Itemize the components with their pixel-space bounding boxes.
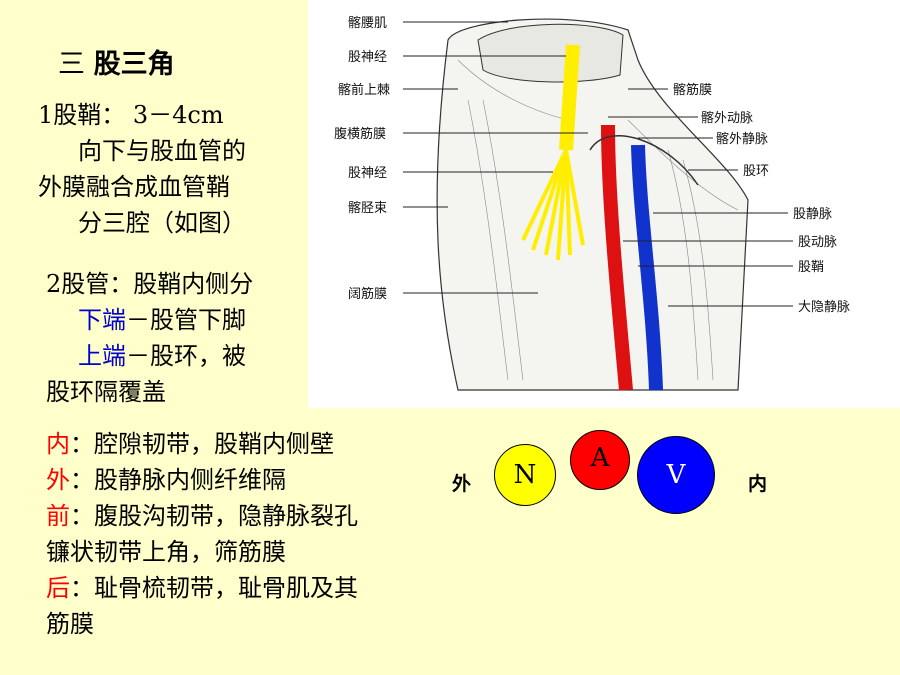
label-transversalis-fascia: 腹横筋膜	[334, 126, 386, 142]
anatomy-figure: 髂腰肌 股神经 髂前上棘 腹横筋膜 股神经 髂胫束 阔筋膜 髂筋膜 髂外动脉 髂…	[308, 0, 900, 408]
wall-outer-rest: ：股静脉内侧纤维隔	[70, 466, 286, 494]
wall-back-key: 后	[46, 574, 70, 602]
label-iliac-fascia: 髂筋膜	[673, 82, 712, 98]
wall-back-cont: 筋膜	[46, 610, 94, 638]
wall-outer: 外：股静脉内侧纤维隔	[46, 462, 286, 498]
label-femoral-nerve-top: 股神经	[348, 50, 387, 65]
canal-line-3: 上端－股环，被	[78, 338, 246, 374]
canal-line-4: 股环隔覆盖	[46, 378, 166, 406]
nerve-circle: N	[494, 444, 556, 506]
label-femoral-ring: 股环	[743, 164, 769, 179]
wall-front-rest: ：腹股沟韧带，隐静脉裂孔	[70, 502, 358, 530]
wall-front-cont: 镰状韧带上角，筛筋膜	[46, 538, 286, 566]
nav-right-label: 内	[748, 473, 768, 495]
canal-lower-rest: －股管下脚	[126, 306, 246, 334]
label-external-iliac-artery: 髂外动脉	[701, 110, 753, 126]
title-number: 三	[58, 49, 85, 80]
sheath-line-4: 分三腔（如图）	[78, 209, 246, 237]
vein-letter: V	[666, 460, 686, 490]
label-asis: 髂前上棘	[338, 82, 390, 98]
nav-left-label: 外	[452, 473, 472, 495]
canal-line-1: 2股管：股鞘内侧分	[46, 270, 254, 298]
label-femoral-nerve: 股神经	[348, 166, 387, 181]
wall-outer-key: 外	[46, 466, 70, 494]
sheath-line-3: 外膜融合成血管鞘	[38, 173, 230, 201]
anatomy-illustration: 髂腰肌 股神经 髂前上棘 腹横筋膜 股神经 髂胫束 阔筋膜 髂筋膜 髂外动脉 髂…	[334, 15, 850, 391]
nerve-letter: N	[513, 460, 537, 490]
artery-letter: A	[590, 443, 610, 473]
canal-line-2: 下端－股管下脚	[78, 302, 246, 338]
wall-inner-key: 内	[46, 430, 70, 458]
label-femoral-sheath: 股鞘	[798, 260, 824, 275]
label-external-iliac-vein: 髂外静脉	[716, 131, 768, 147]
wall-inner-rest: ：腔隙韧带，股鞘内侧壁	[70, 430, 334, 458]
sheath-line-2: 向下与股血管的	[78, 137, 246, 165]
sheath-line-1: 1股鞘： 3－4cm	[38, 101, 224, 129]
label-femoral-vein: 股静脉	[793, 207, 832, 222]
wall-front: 前：腹股沟韧带，隐静脉裂孔	[46, 498, 358, 534]
slide-title: 三 股三角	[58, 42, 175, 81]
label-iliopsoas: 髂腰肌	[348, 15, 387, 31]
vein-circle: V	[637, 436, 715, 514]
label-it-band: 髂胫束	[348, 200, 387, 216]
canal-upper-rest: －股环，被	[126, 342, 246, 370]
artery-circle: A	[570, 430, 630, 490]
wall-back: 后：耻骨梳韧带，耻骨肌及其	[46, 570, 358, 606]
wall-back-rest: ：耻骨梳韧带，耻骨肌及其	[70, 574, 358, 602]
title-text: 股三角	[93, 49, 175, 80]
canal-upper-key: 上端	[78, 342, 126, 370]
label-fascia-lata: 阔筋膜	[348, 286, 387, 302]
wall-front-key: 前	[46, 502, 70, 530]
canal-lower-key: 下端	[78, 306, 126, 334]
label-great-saphenous-vein: 大隐静脉	[798, 300, 850, 315]
wall-inner: 内：腔隙韧带，股鞘内侧壁	[46, 426, 334, 462]
label-femoral-artery: 股动脉	[798, 235, 837, 250]
